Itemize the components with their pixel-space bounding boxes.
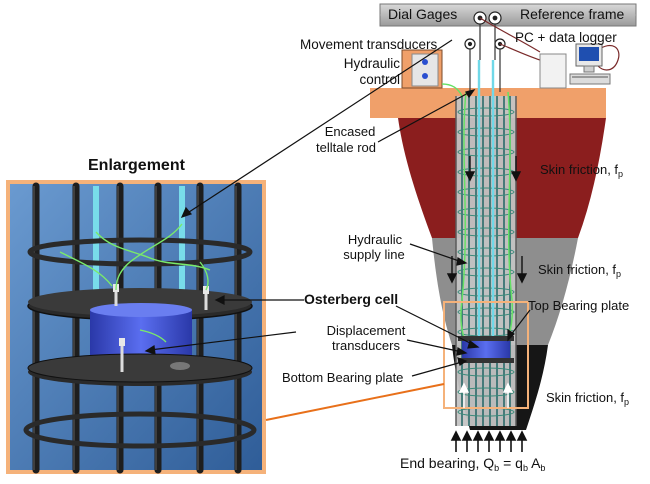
- top-bearing-plate-label: Top Bearing plate: [528, 298, 630, 313]
- pile-shaft: [456, 96, 516, 426]
- enlargement-highlight-box: [443, 301, 529, 409]
- enlargement-displacement-transducers: [114, 290, 208, 372]
- hydraulic-control-line: [441, 83, 463, 97]
- logger-cables: [479, 17, 620, 71]
- skin-friction-label-3: Skin friction, fp: [546, 390, 630, 407]
- skin-friction-arrows: [446, 156, 528, 284]
- pc-data-logger-label: PC + data logger: [515, 30, 617, 45]
- osterberg-cell-label: Osterberg cell: [304, 291, 399, 307]
- hydraulic-supply-label-line1: Hydraulic: [347, 232, 403, 247]
- leader-lines-right: [377, 89, 531, 377]
- enlargement-bottom-plate: [27, 353, 253, 383]
- enlargement-title: Enlargement: [88, 157, 185, 174]
- skin-friction-label-2: Skin friction, fp: [538, 262, 622, 279]
- encased-telltale-label-line2: telltale rod: [316, 140, 376, 155]
- skin-friction-label-1: Skin friction, fp: [540, 162, 624, 179]
- rebar-cage: [461, 96, 511, 426]
- hydraulic-supply-label-line2: supply line: [343, 247, 405, 262]
- end-bearing-label: End bearing, Qb = qb Ab: [400, 455, 546, 474]
- top-bearing-plate-shaft: [458, 336, 514, 341]
- bottom-skin-friction-arrows: [458, 382, 514, 408]
- pile-shaft-outline: [455, 96, 517, 426]
- hydraulic-control-label-line2: control: [359, 72, 400, 87]
- telltale-rods: [477, 60, 495, 345]
- enlargement-leader: [265, 383, 445, 421]
- displacement-transducers-label-line2: transducers: [332, 338, 400, 353]
- end-bearing-arrows: [450, 430, 528, 452]
- leader-lines-left: [144, 39, 453, 355]
- enlargement-hoop-upper: [27, 237, 253, 267]
- enlargement-hoop-lower: [23, 411, 257, 449]
- reference-frame-label: Reference frame: [520, 6, 625, 22]
- bottom-bearing-plate-label: Bottom Bearing plate: [282, 370, 404, 385]
- bottom-bearing-plate-shaft: [458, 358, 514, 363]
- movement-transducers-label: Movement transducers: [300, 37, 438, 52]
- computer-icon: [539, 43, 611, 89]
- dial-gages-label: Dial Gages: [388, 6, 458, 22]
- displacement-transducers-label-line1: Displacement: [326, 323, 406, 338]
- hydraulic-control-label-line1: Hydraulic: [343, 56, 400, 71]
- enlargement-green-wires: [59, 223, 211, 343]
- rebar-hoops: [457, 107, 515, 417]
- encased-telltale-label-line1: Encased: [324, 124, 376, 139]
